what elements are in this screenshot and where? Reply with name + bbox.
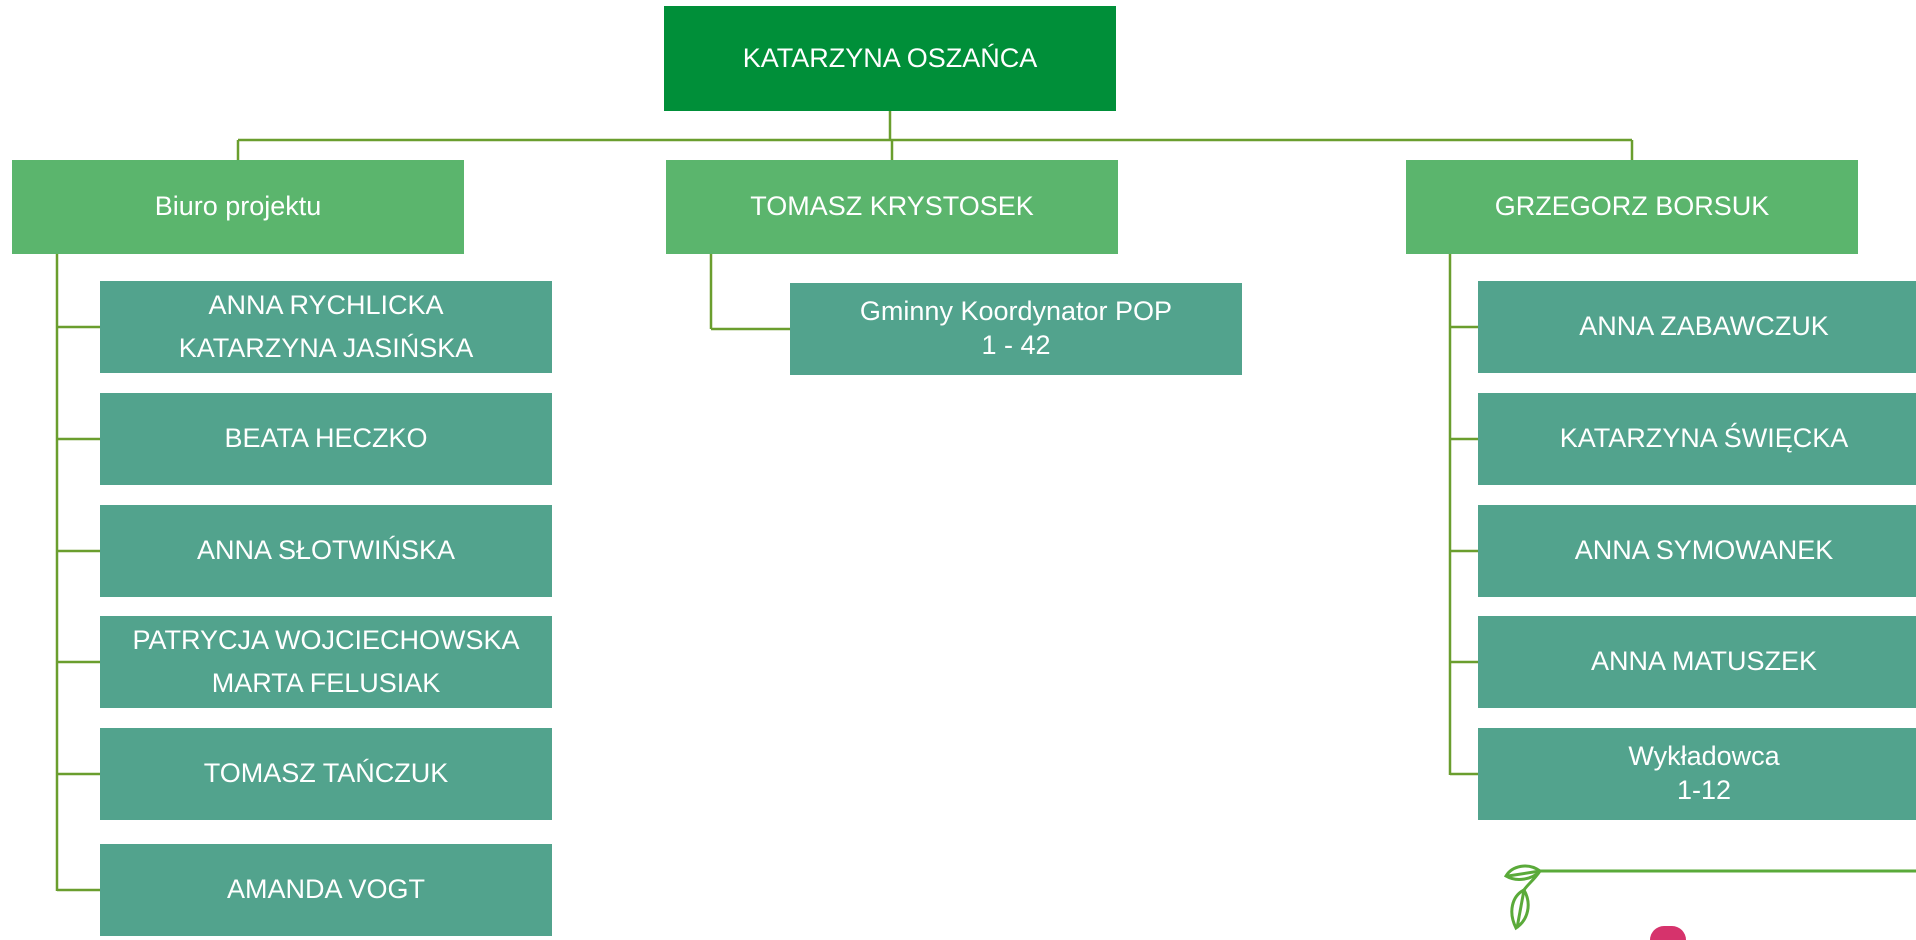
root-node: KATARZYNA OSZAŃCA (664, 6, 1116, 111)
staff-label-line1: ANNA SŁOTWIŃSKA (196, 535, 456, 566)
staff-label-line1: ANNA SYMOWANEK (1574, 535, 1834, 566)
manager-node-grzegorz-borsuk: GRZEGORZ BORSUK (1406, 160, 1858, 254)
staff-label-line2: MARTA FELUSIAK (211, 668, 441, 698)
staff-label-line1: KATARZYNA ŚWIĘCKA (1559, 423, 1849, 454)
manager-label: TOMASZ KRYSTOSEK (750, 191, 1034, 222)
staff-node: Wykładowca 1-12 (1478, 728, 1916, 820)
staff-label-line1: AMANDA VOGT (226, 874, 426, 905)
staff-node: Gminny Koordynator POP 1 - 42 (790, 283, 1242, 375)
manager-label: GRZEGORZ BORSUK (1494, 191, 1770, 222)
leaf-logo-icon (1503, 864, 1543, 931)
staff-node: AMANDA VOGT (100, 844, 552, 936)
root-label: KATARZYNA OSZAŃCA (742, 42, 1038, 73)
staff-node: BEATA HECZKO (100, 393, 552, 485)
staff-node: ANNA SYMOWANEK (1478, 505, 1916, 597)
manager-label: Biuro projektu (154, 191, 322, 222)
staff-label-line1: BEATA HECZKO (224, 423, 428, 454)
logo-accent (1650, 926, 1686, 940)
staff-node: ANNA SŁOTWIŃSKA (100, 505, 552, 597)
staff-label-line1: Wykładowca (1628, 741, 1780, 772)
staff-label-line1: PATRYCJA WOJCIECHOWSKA (132, 624, 520, 655)
staff-node: TOMASZ TAŃCZUK (100, 728, 552, 820)
manager-node-biuro-projektu: Biuro projektu (12, 160, 464, 254)
staff-label-line1: ANNA RYCHLICKA (208, 289, 444, 320)
staff-node: ANNA MATUSZEK (1478, 616, 1916, 708)
staff-label-line1: ANNA ZABAWCZUK (1579, 311, 1829, 342)
staff-label-line2: 1-12 (1676, 775, 1732, 805)
staff-label-line1: ANNA MATUSZEK (1590, 646, 1818, 677)
manager-node-tomasz-krystosek: TOMASZ KRYSTOSEK (666, 160, 1118, 254)
staff-label-line1: Gminny Koordynator POP (859, 296, 1173, 327)
staff-label-line1: TOMASZ TAŃCZUK (203, 758, 449, 789)
staff-label-line2: KATARZYNA JASIŃSKA (178, 333, 474, 363)
staff-label-line2: 1 - 42 (981, 330, 1051, 360)
staff-node: PATRYCJA WOJCIECHOWSKA MARTA FELUSIAK (100, 616, 552, 708)
staff-node: KATARZYNA ŚWIĘCKA (1478, 393, 1916, 485)
staff-node: ANNA RYCHLICKA KATARZYNA JASIŃSKA (100, 281, 552, 373)
staff-node: ANNA ZABAWCZUK (1478, 281, 1916, 373)
